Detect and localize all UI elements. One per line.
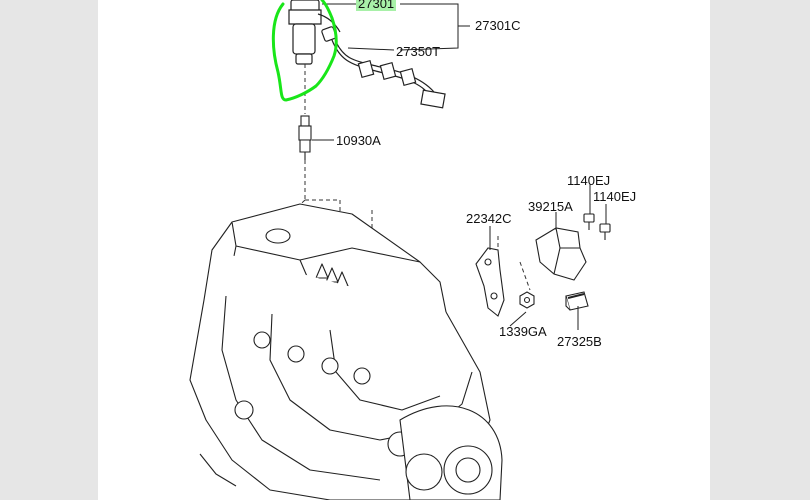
freehand-highlight-outline	[271, 0, 338, 102]
label-coil-assembly[interactable]: 27301C	[475, 18, 521, 33]
label-coil-harness[interactable]: 27350T	[396, 44, 440, 59]
bolt-upper[interactable]	[583, 213, 595, 230]
highlight-box	[356, 0, 396, 11]
leader-lines	[312, 3, 607, 330]
ignition-coil[interactable]	[288, 0, 341, 65]
spark-plug[interactable]	[298, 115, 312, 160]
sensor-bracket[interactable]	[475, 247, 505, 317]
sensor-cover[interactable]	[535, 227, 587, 281]
label-nut[interactable]: 1339GA	[499, 324, 547, 339]
label-sensor[interactable]: 27325B	[557, 334, 602, 349]
label-bracket[interactable]: 22342C	[466, 211, 512, 226]
label-bolt-right[interactable]: 1140EJ	[593, 189, 636, 204]
engine-assembly	[189, 203, 503, 500]
label-bolt-upper[interactable]: 1140EJ	[567, 173, 610, 188]
nut[interactable]	[519, 291, 535, 309]
coil-harness[interactable]	[331, 39, 446, 109]
label-ignition-coil[interactable]: 27301	[358, 0, 394, 11]
label-spark-plug[interactable]: 10930A	[336, 133, 381, 148]
label-sensor-cover[interactable]: 39215A	[528, 199, 573, 214]
bolt-right[interactable]	[599, 223, 611, 240]
sensor[interactable]	[565, 291, 589, 311]
